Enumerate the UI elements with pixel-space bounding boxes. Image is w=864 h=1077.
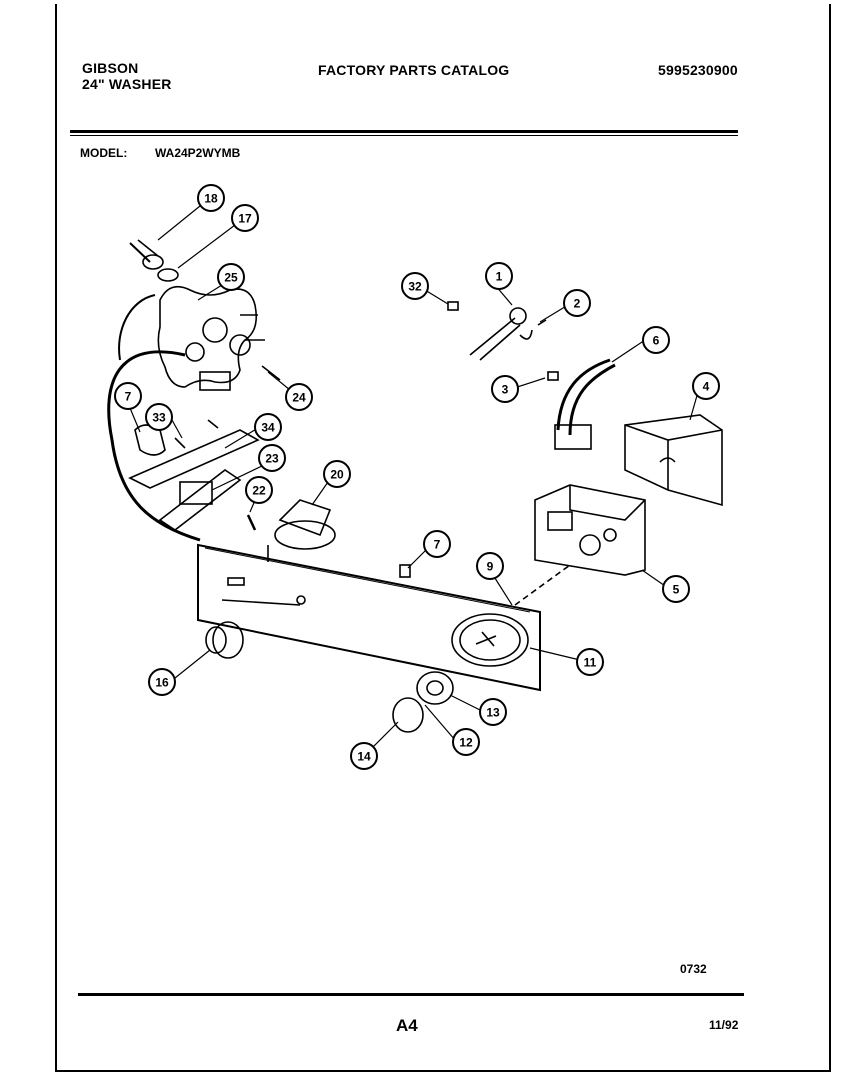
callout-33: 33 <box>145 403 173 431</box>
callout-number: 16 <box>155 676 169 690</box>
callout-number: 4 <box>703 380 710 394</box>
callout-22: 22 <box>245 476 273 504</box>
water-valve-part <box>157 285 265 391</box>
header-rule-thin <box>70 135 738 136</box>
product-name: 24" WASHER <box>82 76 172 92</box>
clamp-part <box>157 268 179 282</box>
callout-number: 22 <box>252 484 266 498</box>
callout-1: 1 <box>485 262 513 290</box>
callout-34: 34 <box>254 413 282 441</box>
callout-32: 32 <box>401 272 429 300</box>
dial-part <box>451 613 529 667</box>
page-identifier: A4 <box>396 1016 418 1035</box>
brand-name: GIBSON <box>82 60 139 76</box>
timer-cover-part <box>624 414 723 507</box>
callout-5: 5 <box>662 575 690 603</box>
figure-reference-code: 0732 <box>680 962 707 976</box>
callout-25: 25 <box>217 263 245 291</box>
callout-number: 6 <box>653 334 660 348</box>
knob-16-part <box>205 621 244 659</box>
callout-14: 14 <box>350 742 378 770</box>
callout-number: 20 <box>330 468 344 482</box>
switch-bracket-part <box>158 469 242 531</box>
callout-17: 17 <box>231 204 259 232</box>
screw-22-part <box>246 514 257 531</box>
callout-24: 24 <box>285 383 313 411</box>
callout-13: 13 <box>479 698 507 726</box>
callout-9: 9 <box>476 552 504 580</box>
catalog-date: 11/92 <box>709 1018 739 1032</box>
header-rule <box>70 130 738 133</box>
callout-number: 32 <box>408 280 422 294</box>
callout-6: 6 <box>642 326 670 354</box>
connector-3-part <box>547 371 559 381</box>
callout-number: 24 <box>292 391 306 405</box>
callout-number: 17 <box>238 212 252 226</box>
callout-number: 25 <box>224 271 238 285</box>
terminal-wire-part <box>469 307 533 361</box>
hose-part <box>129 239 164 270</box>
callout-7: 7 <box>423 530 451 558</box>
callout-number: 13 <box>486 706 500 720</box>
catalog-title: FACTORY PARTS CATALOG <box>318 62 510 78</box>
callout-7: 7 <box>114 382 142 410</box>
callout-number: 9 <box>487 560 494 574</box>
screw-part <box>261 365 281 381</box>
knob-assembly-part <box>392 671 454 733</box>
callout-number: 7 <box>125 390 132 404</box>
callout-number: 23 <box>265 452 279 466</box>
connector-2-part <box>537 319 547 326</box>
model-value: WA24P2WYMB <box>155 146 241 160</box>
callout-number: 11 <box>584 656 597 670</box>
callout-number: 33 <box>152 411 166 425</box>
callout-12: 12 <box>452 728 480 756</box>
timer-part <box>534 484 646 576</box>
control-panel-part <box>197 543 541 692</box>
callout-20: 20 <box>323 460 351 488</box>
callout-number: 12 <box>459 736 473 750</box>
callout-11: 11 <box>576 648 604 676</box>
model-label: MODEL: <box>80 146 128 160</box>
callout-16: 16 <box>148 668 176 696</box>
callout-number: 18 <box>204 192 218 206</box>
callout-4: 4 <box>692 372 720 400</box>
callout-3: 3 <box>491 375 519 403</box>
leader-lines <box>129 205 699 753</box>
connector-32-part <box>447 301 459 311</box>
pressure-switch-part <box>274 499 336 550</box>
callout-number: 2 <box>574 297 581 311</box>
callout-18: 18 <box>197 184 225 212</box>
callout-number: 1 <box>496 270 503 284</box>
wire-harness-part <box>554 358 616 450</box>
fill-hose-part <box>107 350 201 542</box>
mounting-bracket-part <box>128 419 260 489</box>
callout-number: 34 <box>261 421 275 435</box>
page-border <box>55 4 831 1072</box>
callout-number: 3 <box>502 383 509 397</box>
callout-number: 5 <box>673 583 680 597</box>
callout-number: 14 <box>357 750 371 764</box>
footer-rule <box>78 993 744 996</box>
callout-2: 2 <box>563 289 591 317</box>
callout-23: 23 <box>258 444 286 472</box>
callout-number: 7 <box>434 538 441 552</box>
connector-7-part <box>399 564 411 578</box>
catalog-part-number: 5995230900 <box>658 62 738 78</box>
